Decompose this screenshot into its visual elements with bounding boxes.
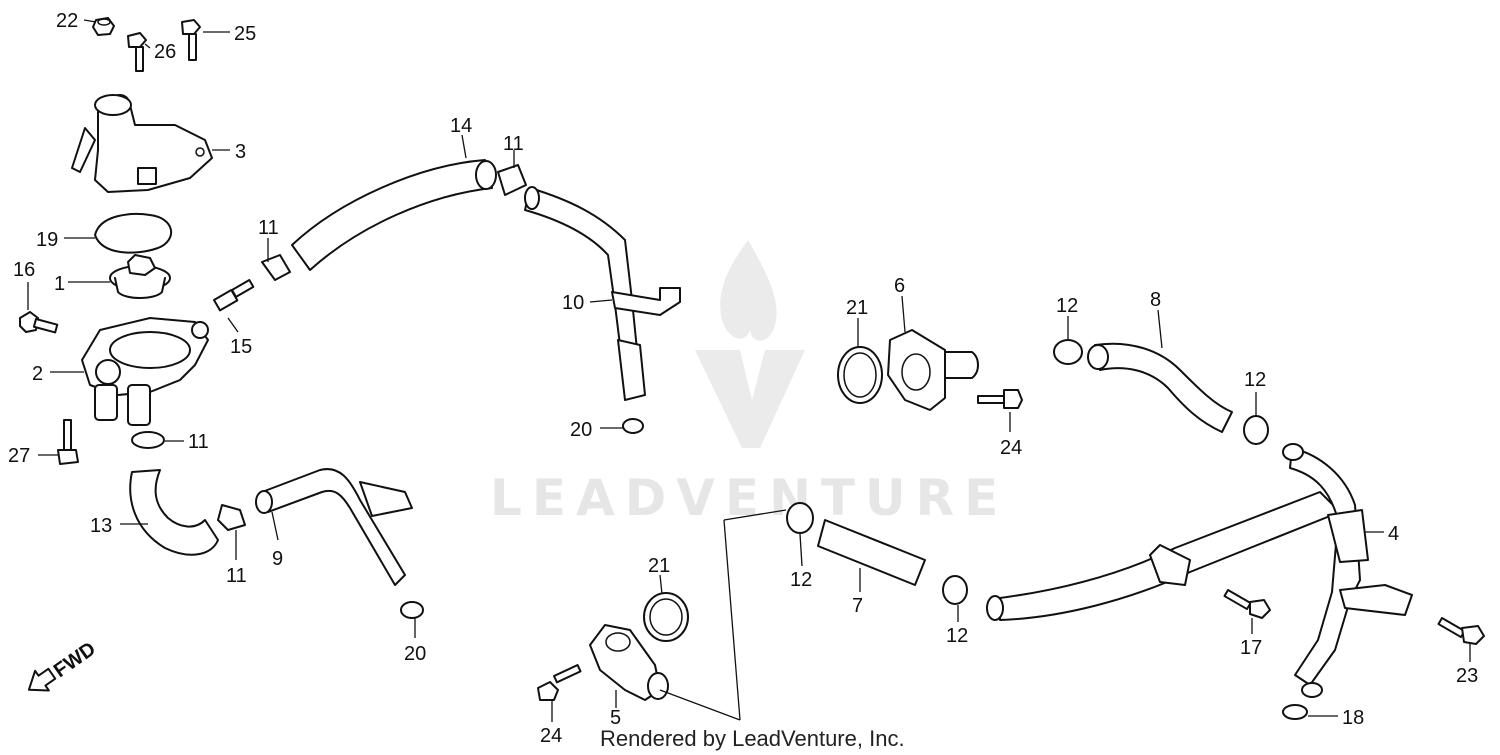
callout-20: 20: [570, 419, 592, 441]
callout-17: 17: [1240, 637, 1262, 659]
callout-13: 13: [90, 515, 112, 537]
callout-3: 3: [235, 141, 246, 163]
part-thermostat-cover-3: [71, 94, 213, 193]
part-clamp-12: [786, 502, 814, 534]
callout-11: 11: [188, 431, 209, 453]
fwd-indicator: FWD: [27, 638, 100, 692]
callout-22: 22: [56, 10, 78, 32]
footer-credit: Rendered by LeadVenture, Inc.: [600, 726, 905, 751]
callout-14: 14: [450, 115, 472, 137]
part-thermostat-housing-2: [81, 317, 209, 426]
part-sensor-15: [212, 279, 255, 312]
callout-5: 5: [610, 707, 621, 729]
callout-12: 12: [790, 569, 812, 591]
callout-2: 2: [32, 363, 43, 385]
part-bolt-24: [977, 389, 1023, 409]
part-bolt-16: [19, 311, 59, 334]
watermark-v-icon: [695, 350, 805, 448]
callout-21: 21: [648, 555, 670, 577]
part-bolt-25: [181, 19, 201, 61]
part-bolt-23: [1437, 617, 1485, 645]
part-thermostat-1: [109, 254, 171, 299]
callout-19: 19: [36, 229, 58, 251]
callout-24: 24: [540, 725, 562, 747]
callout-11: 11: [226, 565, 247, 587]
part-clamp-11: [261, 254, 291, 281]
part-water-outlet-6: [887, 329, 979, 411]
callout-7: 7: [852, 595, 863, 617]
part-clamp-11: [497, 164, 527, 196]
callout-18: 18: [1342, 707, 1364, 729]
part-hose-7: [817, 519, 926, 586]
part-grommet-20: [400, 601, 424, 619]
callout-9: 9: [272, 548, 283, 570]
part-nut-22: [92, 17, 115, 36]
part-pipe-4: [986, 443, 1413, 698]
callout-1: 1: [54, 273, 65, 295]
part-hose-8: [1094, 342, 1233, 433]
callout-12: 12: [946, 625, 968, 647]
part-bolt-17: [1223, 589, 1271, 619]
part-o-ring-21: [837, 346, 883, 404]
part-gasket-19: [94, 213, 173, 254]
callout-16: 16: [13, 259, 35, 281]
part-o-ring-18: [1282, 704, 1308, 720]
callout-27: 27: [8, 445, 30, 467]
part-clamp-12: [1243, 415, 1269, 445]
watermark-text: LEADVENTURE: [490, 469, 1008, 527]
callout-11: 11: [258, 217, 279, 239]
callout-11: 11: [503, 133, 524, 155]
callout-10: 10: [562, 292, 584, 314]
watermark-flame-icon: [720, 240, 777, 341]
fwd-label: FWD: [50, 638, 100, 682]
callout-12: 12: [1056, 295, 1078, 317]
callout-12: 12: [1244, 369, 1266, 391]
part-bolt-24: [537, 664, 582, 701]
callout-25: 25: [234, 23, 256, 45]
callout-labels: 22 26 25 3 19 16 1 11 15 2 27 11 13 11 9…: [8, 10, 1478, 747]
callout-6: 6: [894, 275, 905, 297]
part-hose-13: [129, 469, 219, 556]
callout-21: 21: [846, 297, 868, 319]
part-hose-14: [291, 159, 493, 271]
callout-4: 4: [1388, 523, 1399, 545]
part-bolt-27: [57, 419, 79, 465]
callout-24: 24: [1000, 437, 1022, 459]
callout-26: 26: [154, 41, 176, 63]
part-pipe-9: [255, 468, 413, 586]
part-clamp-12: [1053, 339, 1083, 365]
part-clamp-12: [942, 575, 968, 605]
callout-15: 15: [230, 336, 252, 358]
part-grommet-20: [622, 418, 644, 434]
callout-23: 23: [1456, 665, 1478, 687]
part-water-inlet-5: [589, 624, 669, 701]
part-pipe-10: [524, 186, 681, 401]
fwd-arrow-icon: [27, 667, 57, 692]
part-o-ring-21: [643, 592, 689, 642]
part-bolt-26: [127, 32, 147, 72]
part-clamp-11: [131, 431, 165, 449]
part-clamp-11: [217, 504, 246, 531]
callout-8: 8: [1150, 289, 1161, 311]
leader-lines: [27, 19, 1471, 722]
callout-20: 20: [404, 643, 426, 665]
